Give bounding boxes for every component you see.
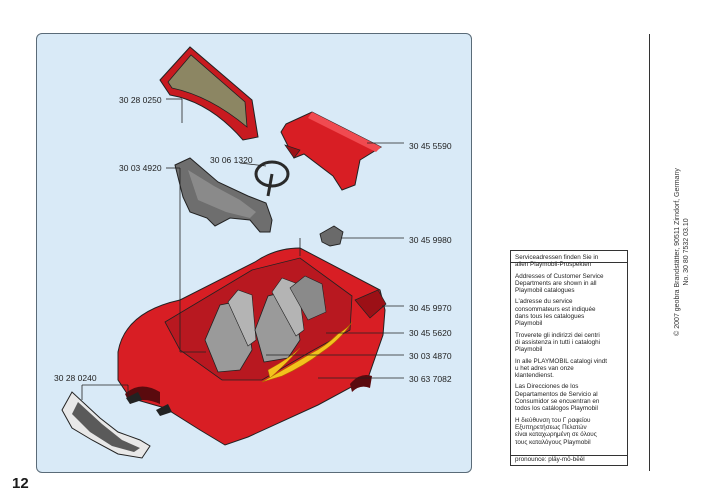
leader-lines xyxy=(81,98,404,400)
pronunciation-note: pronounce: pläy-mō-bēēl xyxy=(515,455,585,463)
copyright-line: © 2007 geobra Brandstätter, 90511 Zirndo… xyxy=(674,168,681,336)
service-info-de: Serviceadressen finden Sie in allen Play… xyxy=(515,254,623,269)
info-line: di assistenza in tutti i cataloghi xyxy=(515,338,601,346)
part-label: 30 45 5590 xyxy=(409,141,452,151)
car-body xyxy=(117,247,387,446)
part-label: 30 45 9970 xyxy=(409,303,452,313)
service-info-fr: L'adresse du service consommateurs est i… xyxy=(515,298,623,327)
part-label: 30 45 5620 xyxy=(409,328,452,338)
part-label: 30 28 0250 xyxy=(119,95,162,105)
part-label: 30 45 9980 xyxy=(409,235,452,245)
rear-deck-part xyxy=(280,111,383,191)
front-grille-part xyxy=(61,391,151,459)
info-line: Consumidor se encuentran en xyxy=(515,398,600,406)
info-line: Departments are shown in all xyxy=(515,279,597,287)
part-label: 30 28 0240 xyxy=(54,373,97,383)
service-info-box: Serviceadressen finden Sie in allen Play… xyxy=(510,250,628,466)
service-info-es: Las Direcciones de los Departamentos de … xyxy=(515,383,623,412)
info-line: τους καταλόγους Playmobil xyxy=(515,438,591,446)
steering-wheel-part xyxy=(254,160,290,197)
part-label: 30 06 1320 xyxy=(210,155,253,165)
info-line: Η διεύθυνση του Γ ραφείου xyxy=(515,416,591,424)
info-line: Playmobil catalogues xyxy=(515,287,575,295)
copyright-notice: © 2007 geobra Brandstätter, 90511 Zirndo… xyxy=(673,168,691,336)
article-number: No. 30 80 7532 03.10 xyxy=(683,218,690,286)
info-separator xyxy=(510,262,628,263)
dashboard-part xyxy=(174,157,273,233)
page-number: 12 xyxy=(12,475,29,492)
part-label: 30 03 4870 xyxy=(409,351,452,361)
info-line: Addresses of Customer Service xyxy=(515,272,604,280)
small-clip-part xyxy=(319,225,344,247)
service-info-nl: In alle PLAYMOBIL catalogi vindt u het a… xyxy=(515,358,623,380)
info-line: todos los catálogos Playmobil xyxy=(515,405,598,413)
info-line: Troverete gli indirizzi dei centri xyxy=(515,331,600,339)
service-info-it: Troverete gli indirizzi dei centri di as… xyxy=(515,332,623,354)
info-line: allen Playmobil-Prospekten xyxy=(515,261,592,269)
vertical-divider xyxy=(649,34,650,471)
info-line: Departamentos de Servicio al xyxy=(515,390,598,398)
part-label: 30 63 7082 xyxy=(409,374,452,384)
info-line: Playmobil xyxy=(515,346,543,354)
info-line: Serviceadressen finden Sie in xyxy=(515,254,599,261)
windshield-part xyxy=(159,46,259,141)
info-line: dans tous les catalogues xyxy=(515,313,585,321)
part-label: 30 03 4920 xyxy=(119,163,162,173)
info-line: Las Direcciones de los xyxy=(515,383,579,391)
service-info-el: Η διεύθυνση του Γ ραφείου Εξυπηρετήσεως … xyxy=(515,417,623,446)
info-line: klantendienst. xyxy=(515,372,554,380)
info-line: Εξυπηρετήσεως Πελατών xyxy=(515,423,587,431)
info-line: Playmobil xyxy=(515,320,543,328)
info-separator xyxy=(511,455,627,456)
info-line: L'adresse du service xyxy=(515,298,573,306)
info-line: u het adres van onze xyxy=(515,364,574,372)
info-line: consommateurs est indiquée xyxy=(515,305,596,313)
service-info-en: Addresses of Customer Service Department… xyxy=(515,273,623,295)
info-line: είναι καταχωρημένη σε όλους xyxy=(515,431,597,439)
info-line: In alle PLAYMOBIL catalogi vindt xyxy=(515,357,608,365)
